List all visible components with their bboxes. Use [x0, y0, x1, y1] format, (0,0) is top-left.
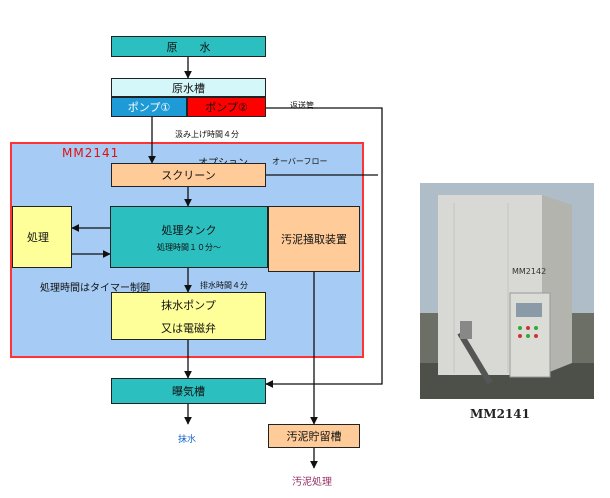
equipment-photo: MM2142	[420, 183, 594, 399]
treatment-tank-title: 処理タンク	[161, 223, 217, 237]
solenoid-valve-text: 又は電磁弁	[161, 321, 216, 335]
return-pipe-label: 返送管	[290, 101, 314, 110]
photo-caption: MM2141	[470, 407, 530, 421]
treatment-tank-box: 処理タンク 処理時間１０分～	[110, 206, 268, 268]
timer-control-label: 処理時間はタイマー制御	[40, 283, 150, 294]
drain-pump-box: 抹水ポンプ 又は電磁弁	[111, 292, 266, 340]
raw-water-box: 原 水	[111, 36, 266, 57]
photo-model-plate: MM2142	[512, 267, 547, 276]
overflow-label: オーバーフロー	[272, 157, 328, 166]
drain-pump-text: 抹水ポンプ	[161, 298, 216, 312]
aeration-tank-box: 曝気槽	[111, 378, 266, 404]
sludge-treatment-label: 汚泥処理	[292, 477, 332, 488]
processing-box: 処理	[12, 206, 72, 268]
pump-2-box: ポンプ②	[187, 97, 266, 117]
pump-1-box: ポンプ①	[111, 97, 187, 117]
treatment-time-text: 処理時間１０分～	[157, 242, 221, 252]
sludge-collector-box: 汚泥掻取装置	[268, 206, 360, 272]
system-label: MM2141	[62, 146, 120, 160]
screen-box: スクリーン	[111, 163, 266, 187]
sludge-storage-box: 汚泥貯留槽	[268, 424, 360, 448]
raw-water-tank-box: 原水槽	[111, 78, 266, 97]
drain-time-label: 排水時間４分	[200, 281, 248, 290]
discharge-label: 抹水	[178, 435, 197, 445]
pump-time-label: 汲み上げ時間４分	[175, 130, 239, 139]
